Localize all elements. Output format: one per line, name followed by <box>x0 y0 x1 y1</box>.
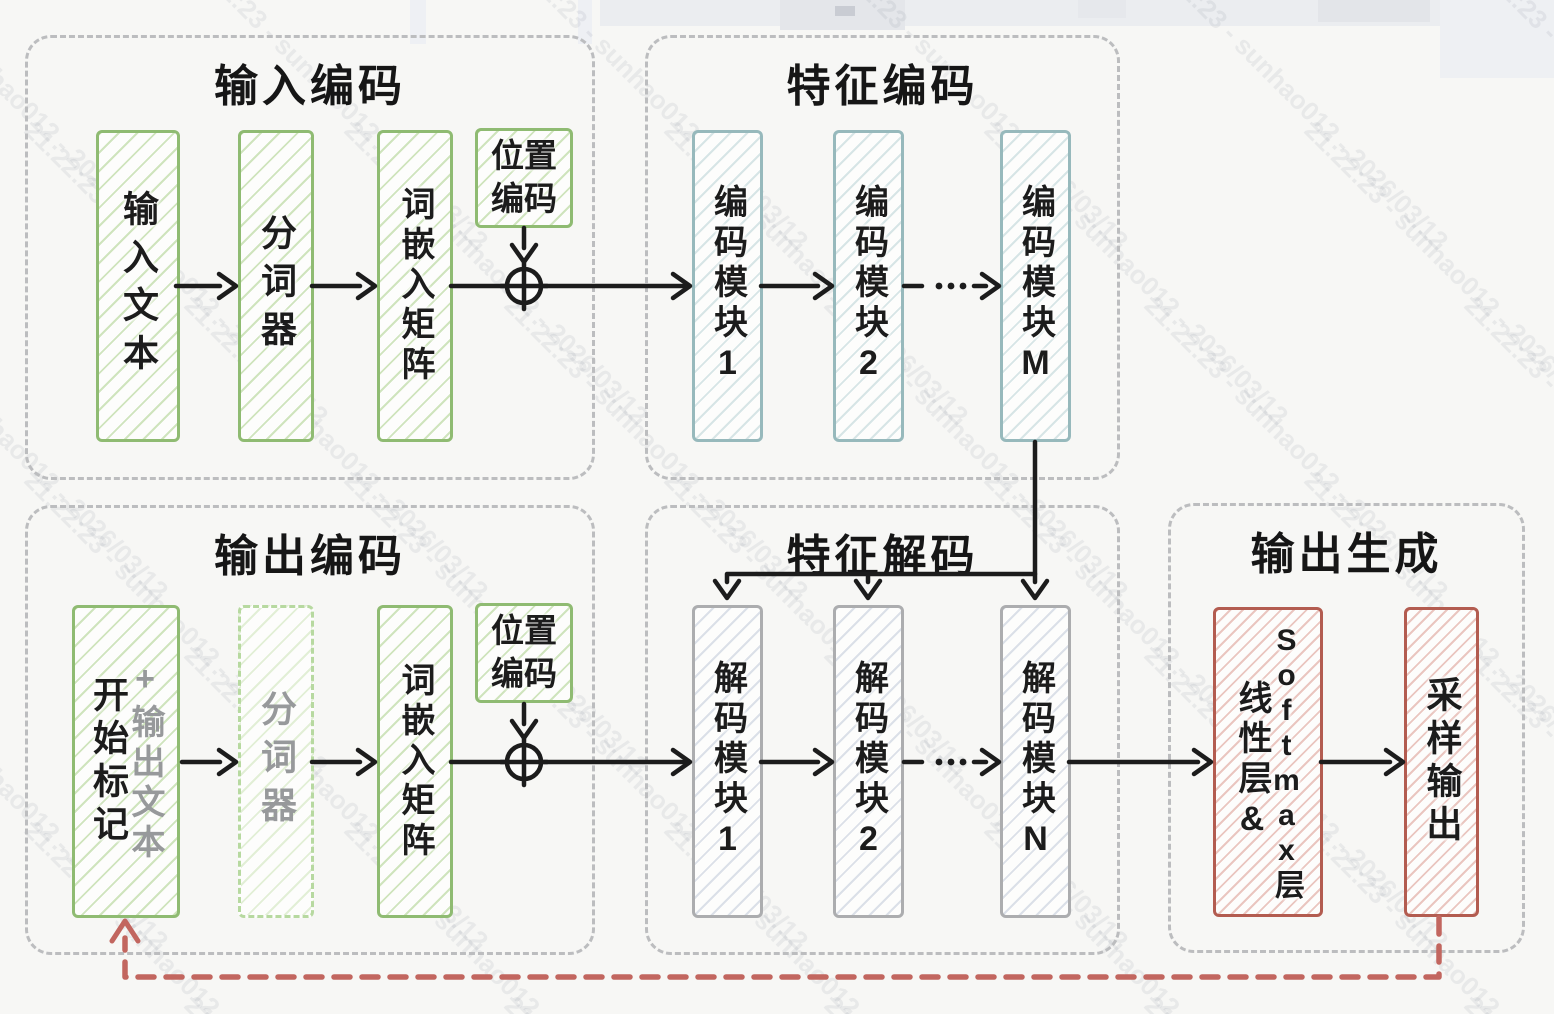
node-encoder-m: 编码模块M <box>1000 130 1071 442</box>
background-artifact <box>1440 0 1554 78</box>
node-input-text: 输入文本 <box>96 130 180 442</box>
node-label: 解码模块2 <box>849 659 888 864</box>
node-linear-softmax: 线性层& Softmax层 <box>1213 607 1323 917</box>
group-output-generation: 输出生成 线性层& Softmax层 采样输出 <box>1168 503 1525 953</box>
watermark-text: 21:22:23 - sunhao012 - 2026/03/12 <box>0 990 174 1014</box>
watermark-text: 21:22:23 - sunhao012 - 2026/03/12 <box>178 990 495 1014</box>
node-label: 输入文本 <box>118 190 159 382</box>
node-tokenizer-bottom: 分词器 <box>238 605 314 918</box>
node-start-token-output-text: 开始标记 +输出文本 <box>72 605 180 918</box>
node-embedding-bottom: 词嵌入矩阵 <box>377 605 453 918</box>
group-title: 特征解码 <box>786 532 979 581</box>
group-feature-encoding: 特征编码 编码模块1 编码模块2 编码模块M <box>645 35 1120 480</box>
node-sampling-output: 采样输出 <box>1404 607 1479 917</box>
node-position-encoding-bottom: 位置编码 <box>475 603 573 703</box>
background-artifact <box>1078 0 1126 18</box>
node-label: 解码模块N <box>1016 659 1055 864</box>
node-label: 编码模块1 <box>708 184 747 388</box>
group-input-encoding: 输入编码 输入文本 分词器 词嵌入矩阵 位置编码 <box>25 35 595 480</box>
node-label: 编码模块M <box>1016 184 1055 388</box>
node-encoder-2: 编码模块2 <box>833 130 904 442</box>
node-decoder-2: 解码模块2 <box>833 605 904 918</box>
node-label-softmax: Softmax层 <box>1270 623 1303 901</box>
node-label: 编码模块2 <box>849 184 888 388</box>
node-decoder-1: 解码模块1 <box>692 605 763 918</box>
group-title: 输出编码 <box>214 532 406 581</box>
node-label: 词嵌入矩阵 <box>396 661 434 862</box>
node-position-encoding-top: 位置编码 <box>475 128 573 228</box>
node-embedding-top: 词嵌入矩阵 <box>377 130 453 442</box>
node-label: 词嵌入矩阵 <box>396 186 434 386</box>
watermark-text: 21:22:23 - sunhao012 - 2026/03/12 <box>1298 115 1554 431</box>
group-title: 特征编码 <box>786 62 979 111</box>
background-artifact <box>835 6 855 16</box>
watermark-text: 21:22:23 - sunhao012 - 2026/03/12 <box>818 990 1135 1014</box>
background-artifact <box>410 0 426 44</box>
background-artifact <box>1318 0 1430 22</box>
node-label: 分词器 <box>256 214 297 358</box>
group-output-encoding: 输出编码 开始标记 +输出文本 分词器 词嵌入矩阵 位置编码 <box>25 505 595 955</box>
group-feature-decoding: 特征解码 解码模块1 解码模块2 解码模块N <box>645 505 1120 955</box>
watermark-text: 21:22:23 - sunhao012 - 2026/03/12 <box>498 990 815 1014</box>
node-label: 位置编码 <box>491 612 557 692</box>
node-label-linear: 线性层& <box>1233 680 1271 844</box>
watermark-text: 21:22:23 - sunhao012 - 2026/03/12 <box>1138 0 1455 256</box>
node-label-plus-output-text: +输出文本 <box>126 659 164 864</box>
node-label: 位置编码 <box>491 137 557 217</box>
group-title: 输出生成 <box>1250 530 1443 579</box>
node-label-start-token: 开始标记 <box>88 675 129 848</box>
node-label: 采样输出 <box>1421 676 1463 848</box>
background-artifact <box>578 0 592 44</box>
watermark-text: 21:22:23 - sunhao012 - 2026/03/12 <box>1138 990 1455 1014</box>
node-encoder-1: 编码模块1 <box>692 130 763 442</box>
node-decoder-n: 解码模块N <box>1000 605 1071 918</box>
group-title: 输入编码 <box>214 62 406 111</box>
node-label: 解码模块1 <box>708 659 747 864</box>
watermark-text: 21:22:23 - sunhao012 - 2026/03/12 <box>1458 990 1554 1014</box>
node-label: 分词器 <box>256 689 297 834</box>
node-tokenizer-top: 分词器 <box>238 130 314 442</box>
